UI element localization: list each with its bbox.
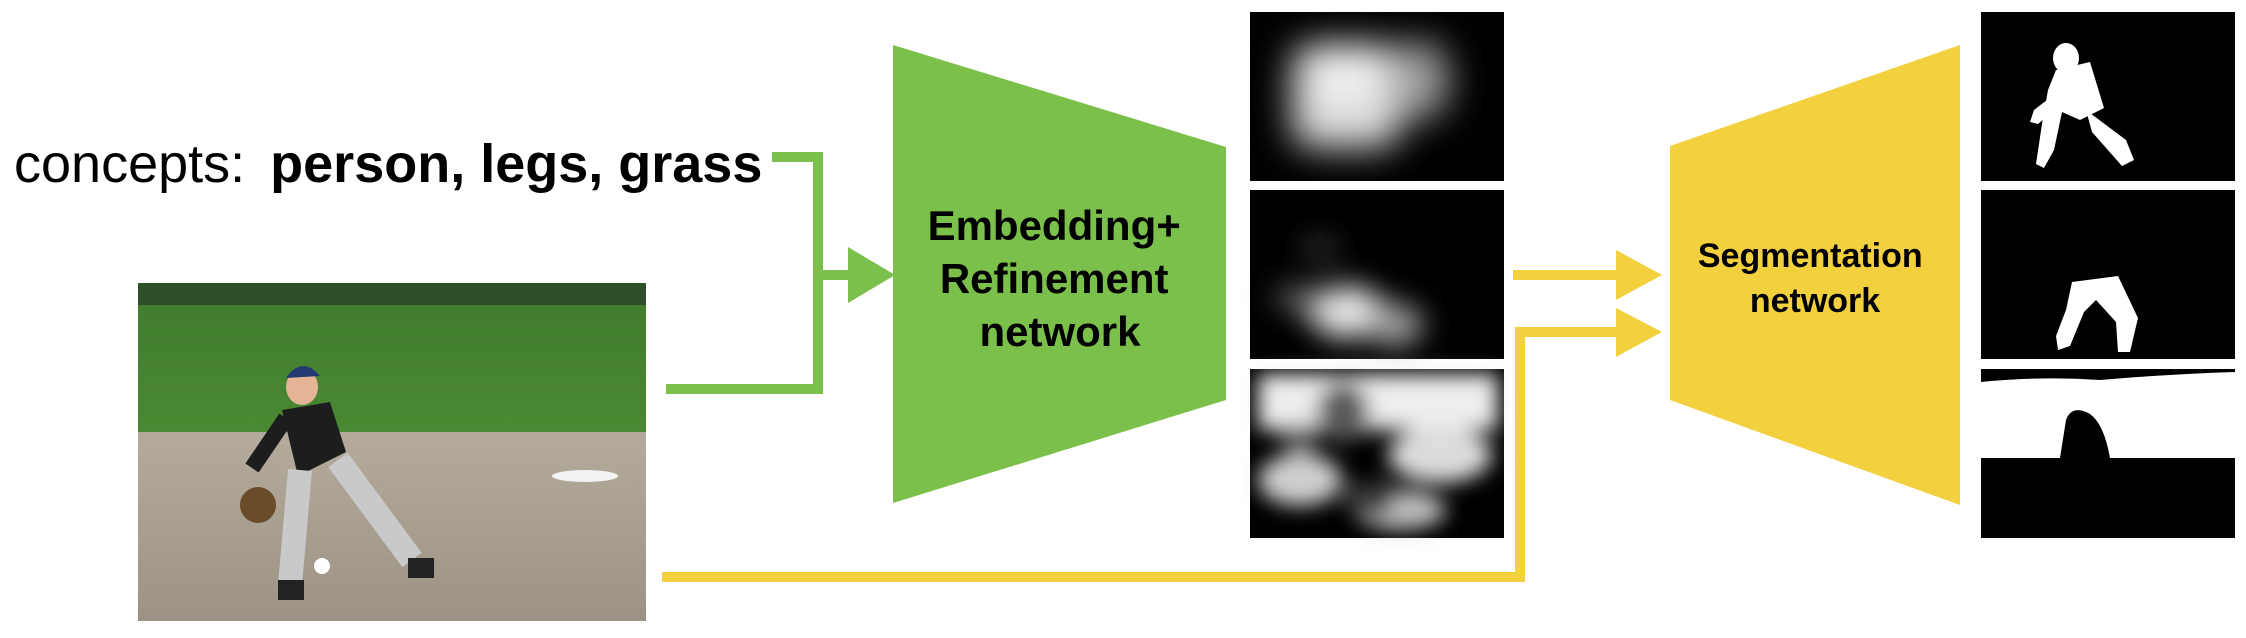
yellow-arrowhead-bottom (1616, 308, 1662, 357)
mask-person (1981, 12, 2235, 181)
green-arrowhead (848, 247, 895, 303)
embedding-label-line3: network (979, 308, 1141, 355)
embedding-label-line1: Embedding+ (928, 202, 1181, 249)
concept-map-legs (1250, 190, 1504, 359)
concept-map-grass (1250, 369, 1504, 538)
mask-legs (1981, 190, 2235, 359)
image-yellow-connector (662, 327, 1618, 582)
segmentation-label-line1: Segmentation (1698, 237, 1923, 275)
embedding-network-label: Embedding+ Refinement network (928, 202, 1193, 355)
input-photo (138, 283, 646, 621)
concepts-text: concepts: person, legs, grass (14, 134, 762, 194)
concepts-terms: person, legs, grass (270, 134, 762, 194)
image-green-connector (666, 275, 823, 394)
segmentation-network (1670, 45, 1960, 505)
yellow-arrowhead-top (1616, 250, 1662, 300)
mask-grass (1981, 369, 2235, 538)
concepts-connector (772, 152, 823, 275)
concepts-prefix: concepts: (14, 134, 245, 194)
segmentation-label-line2: network (1750, 282, 1880, 320)
concept-map-person (1250, 12, 1504, 181)
yellow-connectors (662, 270, 1618, 582)
embedding-label-line2: Refinement (940, 255, 1169, 302)
segmentation-network-label: Segmentation network (1698, 237, 1932, 320)
embedding-refinement-network (893, 45, 1226, 503)
green-connectors (666, 152, 850, 394)
